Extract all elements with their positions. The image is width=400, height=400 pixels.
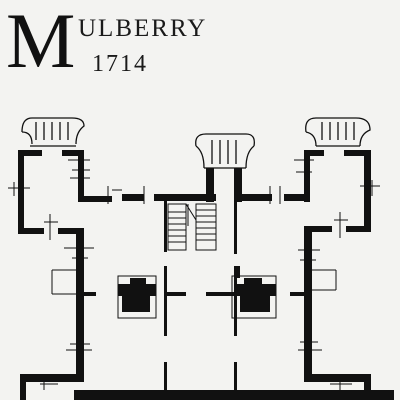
wall-right-pavilion-inner [304,150,310,202]
chimney-cap-center [195,133,255,169]
wall-chimney-right [234,168,242,202]
wall-top-left-b [122,194,144,201]
title-block: M ULBERRY 1714 [0,0,400,90]
wall-left-main [76,228,84,378]
partition-center-right [234,266,237,336]
partition-hall-left [164,200,167,252]
partition-mid-a [166,292,186,296]
partition-lower-left [164,362,167,390]
title-initial: M [6,0,76,84]
fireplace-right [234,278,276,312]
wall-right-pavilion-bottom-a [304,226,332,232]
wall-right-pavilion-outer [364,150,371,232]
wall-top-right-a [234,194,272,201]
partition-mid-b [206,292,236,296]
chimney-caps [21,117,371,169]
wall-left-pavilion-inner [78,150,84,202]
wall-left-lower-stub [20,374,26,400]
chimney-cap-left [21,117,85,147]
fireplace-left [118,278,156,312]
title-year: 1714 [92,51,148,77]
window-marks [8,159,380,400]
wall-right-lower [304,374,370,382]
wall-left-pavilion-bottom-b [58,228,84,234]
partition-right-room [290,292,304,296]
wall-left-pavilion-top-b [62,150,84,156]
partition-lower-right [234,362,237,390]
partition-hall-right [234,200,237,254]
wall-bottom [74,390,394,400]
fireplace-right-flue [236,266,240,278]
wall-right-lower-stub [364,374,371,400]
wall-chimney-left [206,168,214,202]
partition-center-left [164,266,167,336]
chimney-cap-right [305,117,371,147]
wall-right-pavilion-bottom-b [346,226,371,232]
wall-right-pavilion-top-a [304,150,324,156]
wall-top-left-c [154,194,216,201]
details [8,159,380,400]
wall-top-right-b [284,194,306,201]
staircase [167,203,217,251]
title-rest: ULBERRY [78,15,208,42]
wall-right-main [304,226,312,378]
partition-left-room [84,292,96,296]
wall-left-pavilion-outer [18,150,24,234]
wall-left-pavilion-top-a [18,150,42,156]
hearth-right [231,275,277,319]
wall-right-pavilion-top-b [344,150,371,156]
wall-left-pavilion-bottom-a [18,228,44,234]
walls [18,150,394,400]
wall-top-left-a [84,196,112,202]
hearth-left [117,275,157,319]
wall-left-lower [20,374,84,382]
